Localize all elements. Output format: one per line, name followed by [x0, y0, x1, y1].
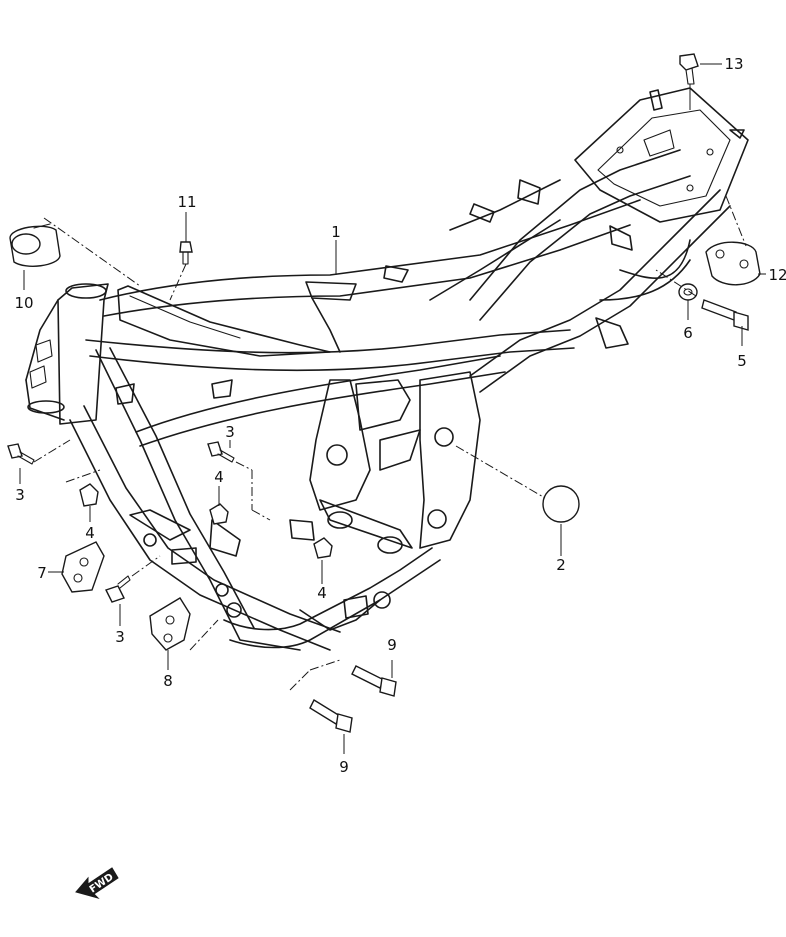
bracket-12 — [705, 241, 761, 286]
callout-9: 9 — [387, 636, 397, 654]
main-frame — [25, 87, 749, 651]
bolt-5 — [701, 299, 749, 331]
nut-4-left — [79, 483, 99, 507]
steering-stem-cap — [9, 223, 61, 267]
callout-13: 13 — [724, 55, 743, 73]
callout-2: 2 — [556, 556, 566, 574]
leader-lines — [19, 63, 766, 754]
spacer-6 — [678, 283, 698, 301]
callout-4: 4 — [85, 524, 95, 542]
callout-labels: 1 2 3 3 3 4 4 4 5 6 7 8 9 9 10 11 12 13 — [14, 55, 786, 776]
callout-8: 8 — [163, 672, 173, 690]
bolt-3-center — [207, 441, 235, 463]
bolt-3-lower — [105, 575, 131, 603]
bracket-7 — [61, 541, 105, 593]
callout-3: 3 — [225, 423, 235, 441]
nut-4-center — [209, 503, 229, 525]
callout-5: 5 — [737, 352, 747, 370]
callout-3: 3 — [15, 486, 25, 504]
callout-11: 11 — [177, 193, 196, 211]
callout-1: 1 — [331, 223, 341, 241]
bolt-3-left — [7, 443, 35, 465]
nut-4-lower — [313, 537, 333, 559]
callout-3: 3 — [115, 628, 125, 646]
callout-10: 10 — [14, 294, 33, 312]
frame-cap-2 — [542, 485, 580, 523]
callout-4: 4 — [317, 584, 327, 602]
callout-12: 12 — [768, 266, 786, 284]
bolt-9-lower — [309, 699, 353, 733]
bolt-13 — [679, 53, 699, 85]
callout-7: 7 — [37, 564, 47, 582]
bracket-8 — [149, 597, 191, 651]
bolt-9-upper — [351, 665, 397, 697]
callout-9: 9 — [339, 758, 349, 776]
callout-6: 6 — [683, 324, 693, 342]
forward-arrow-icon: FWD — [75, 867, 119, 899]
bolt-11 — [179, 241, 193, 265]
callout-4: 4 — [214, 468, 224, 486]
